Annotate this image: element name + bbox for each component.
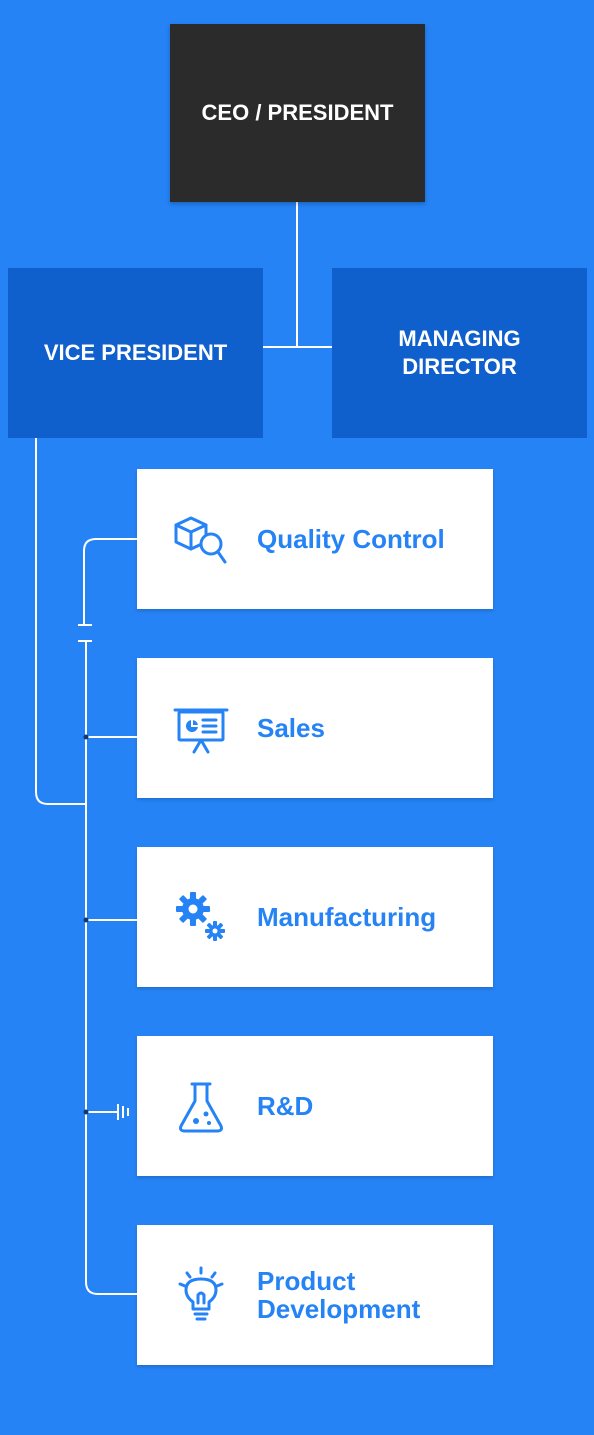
dept-rnd: R&D — [137, 1036, 493, 1176]
vice-president-label: VICE PRESIDENT — [43, 340, 228, 365]
ceo-box: CEO / PRESIDENT — [170, 24, 425, 202]
flask-icon — [171, 1076, 231, 1136]
dept-sales: Sales — [137, 658, 493, 798]
managing-director-label: MANAGING DIRECTOR — [398, 325, 520, 381]
ceo-label: CEO / PRESIDENT — [201, 100, 394, 125]
gears-icon — [171, 887, 231, 947]
managing-director-box: MANAGING DIRECTOR — [332, 268, 587, 438]
dept-label: R&D — [257, 1091, 314, 1121]
managing-director-line-2: DIRECTOR — [402, 354, 517, 379]
managing-director-line-1: MANAGING — [398, 326, 521, 351]
dept-manufacturing: Manufacturing — [137, 847, 493, 987]
dept-label-line-1: Product — [257, 1266, 356, 1296]
box-magnifier-icon — [171, 509, 231, 569]
vice-president-box: VICE PRESIDENT — [8, 268, 263, 438]
presentation-board-icon — [171, 698, 231, 758]
dept-label: Manufacturing — [257, 902, 437, 932]
lightbulb-icon — [171, 1265, 231, 1325]
dept-quality-control: Quality Control — [137, 469, 493, 609]
dept-product-development: Product Development — [137, 1225, 493, 1365]
dept-label: Product Development — [257, 1267, 483, 1323]
dept-label: Sales — [257, 713, 325, 743]
dept-label: Quality Control — [257, 524, 445, 554]
dept-label-line-2: Development — [257, 1294, 421, 1324]
